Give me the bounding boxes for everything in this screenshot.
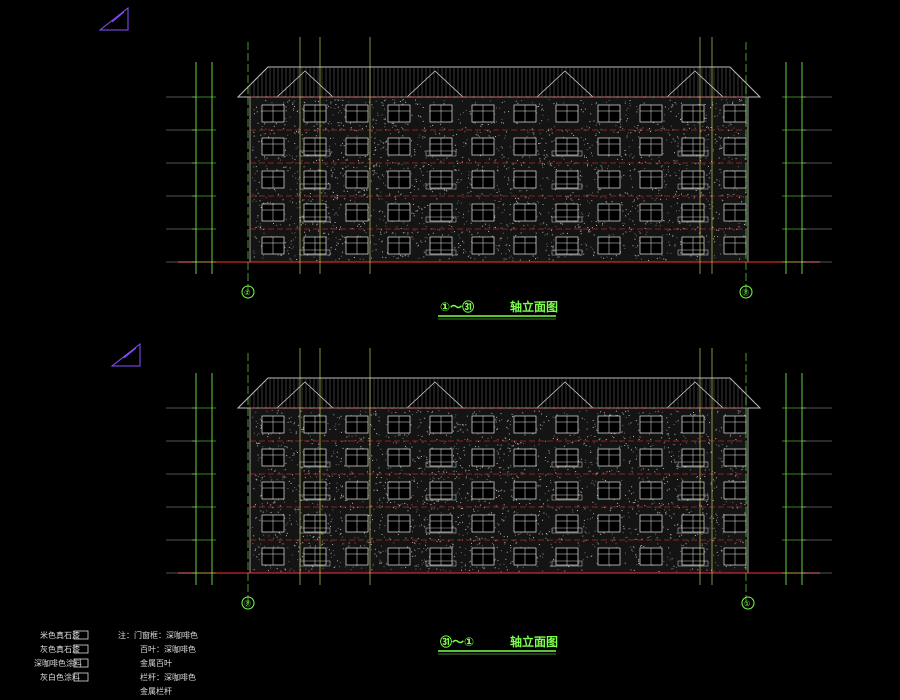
note-5: 金属栏杆 [140,686,172,696]
elevation-title-front-prefix: ①～㉛ [440,299,474,314]
legend-label-4: 灰白色涂料 [40,672,80,682]
legend-swatch-1 [73,630,89,640]
material-notes: 注：门窗框：深咖啡色 百叶：深咖啡色 金属百叶 栏杆：深咖啡色 金属栏杆 [118,630,198,696]
elevation-title-rear: ㉛～① 轴立面图 [438,634,558,655]
facade-wall [249,407,749,574]
elevation-front [166,37,832,292]
north-arrow-icon-top [98,6,129,31]
legend-swatch-2 [73,644,89,654]
legend-swatch-3 [73,658,89,668]
elevation-rear [166,348,832,603]
elevation-title-front: ①～㉛ 轴立面图 [438,299,558,320]
north-arrow-icon-bottom [110,342,141,367]
axis-bubble-rear-right: ① [741,596,755,610]
axis-label-front-right: ㉛ [742,289,749,297]
legend-label-1: 米色真石漆 [40,630,80,640]
axis-label-rear-right: ① [744,600,750,608]
note-2: 百叶：深咖啡色 [140,644,196,654]
axis-bubble-rear-left: ㉛ [241,596,255,610]
elevation-title-rear-prefix: ㉛～① [440,634,474,649]
axis-label-rear-left: ㉛ [244,600,251,608]
axis-bubble-front-right: ㉛ [739,285,753,299]
material-legend: 米色真石漆 灰色真石漆 深咖啡色涂料 灰白色涂料 [34,630,89,682]
elevation-title-rear-suffix: 轴立面图 [510,634,558,649]
legend-label-2: 灰色真石漆 [40,644,80,654]
legend-label-3: 深咖啡色涂料 [34,658,82,668]
legend-swatch-4 [73,672,89,682]
note-4: 栏杆：深咖啡色 [140,672,196,682]
note-1: 注：门窗框：深咖啡色 [118,630,198,640]
note-3: 金属百叶 [140,658,172,668]
axis-bubble-front-left: ① [241,285,255,299]
elevation-title-front-suffix: 轴立面图 [510,299,558,314]
axis-label-front-left: ① [244,289,250,297]
